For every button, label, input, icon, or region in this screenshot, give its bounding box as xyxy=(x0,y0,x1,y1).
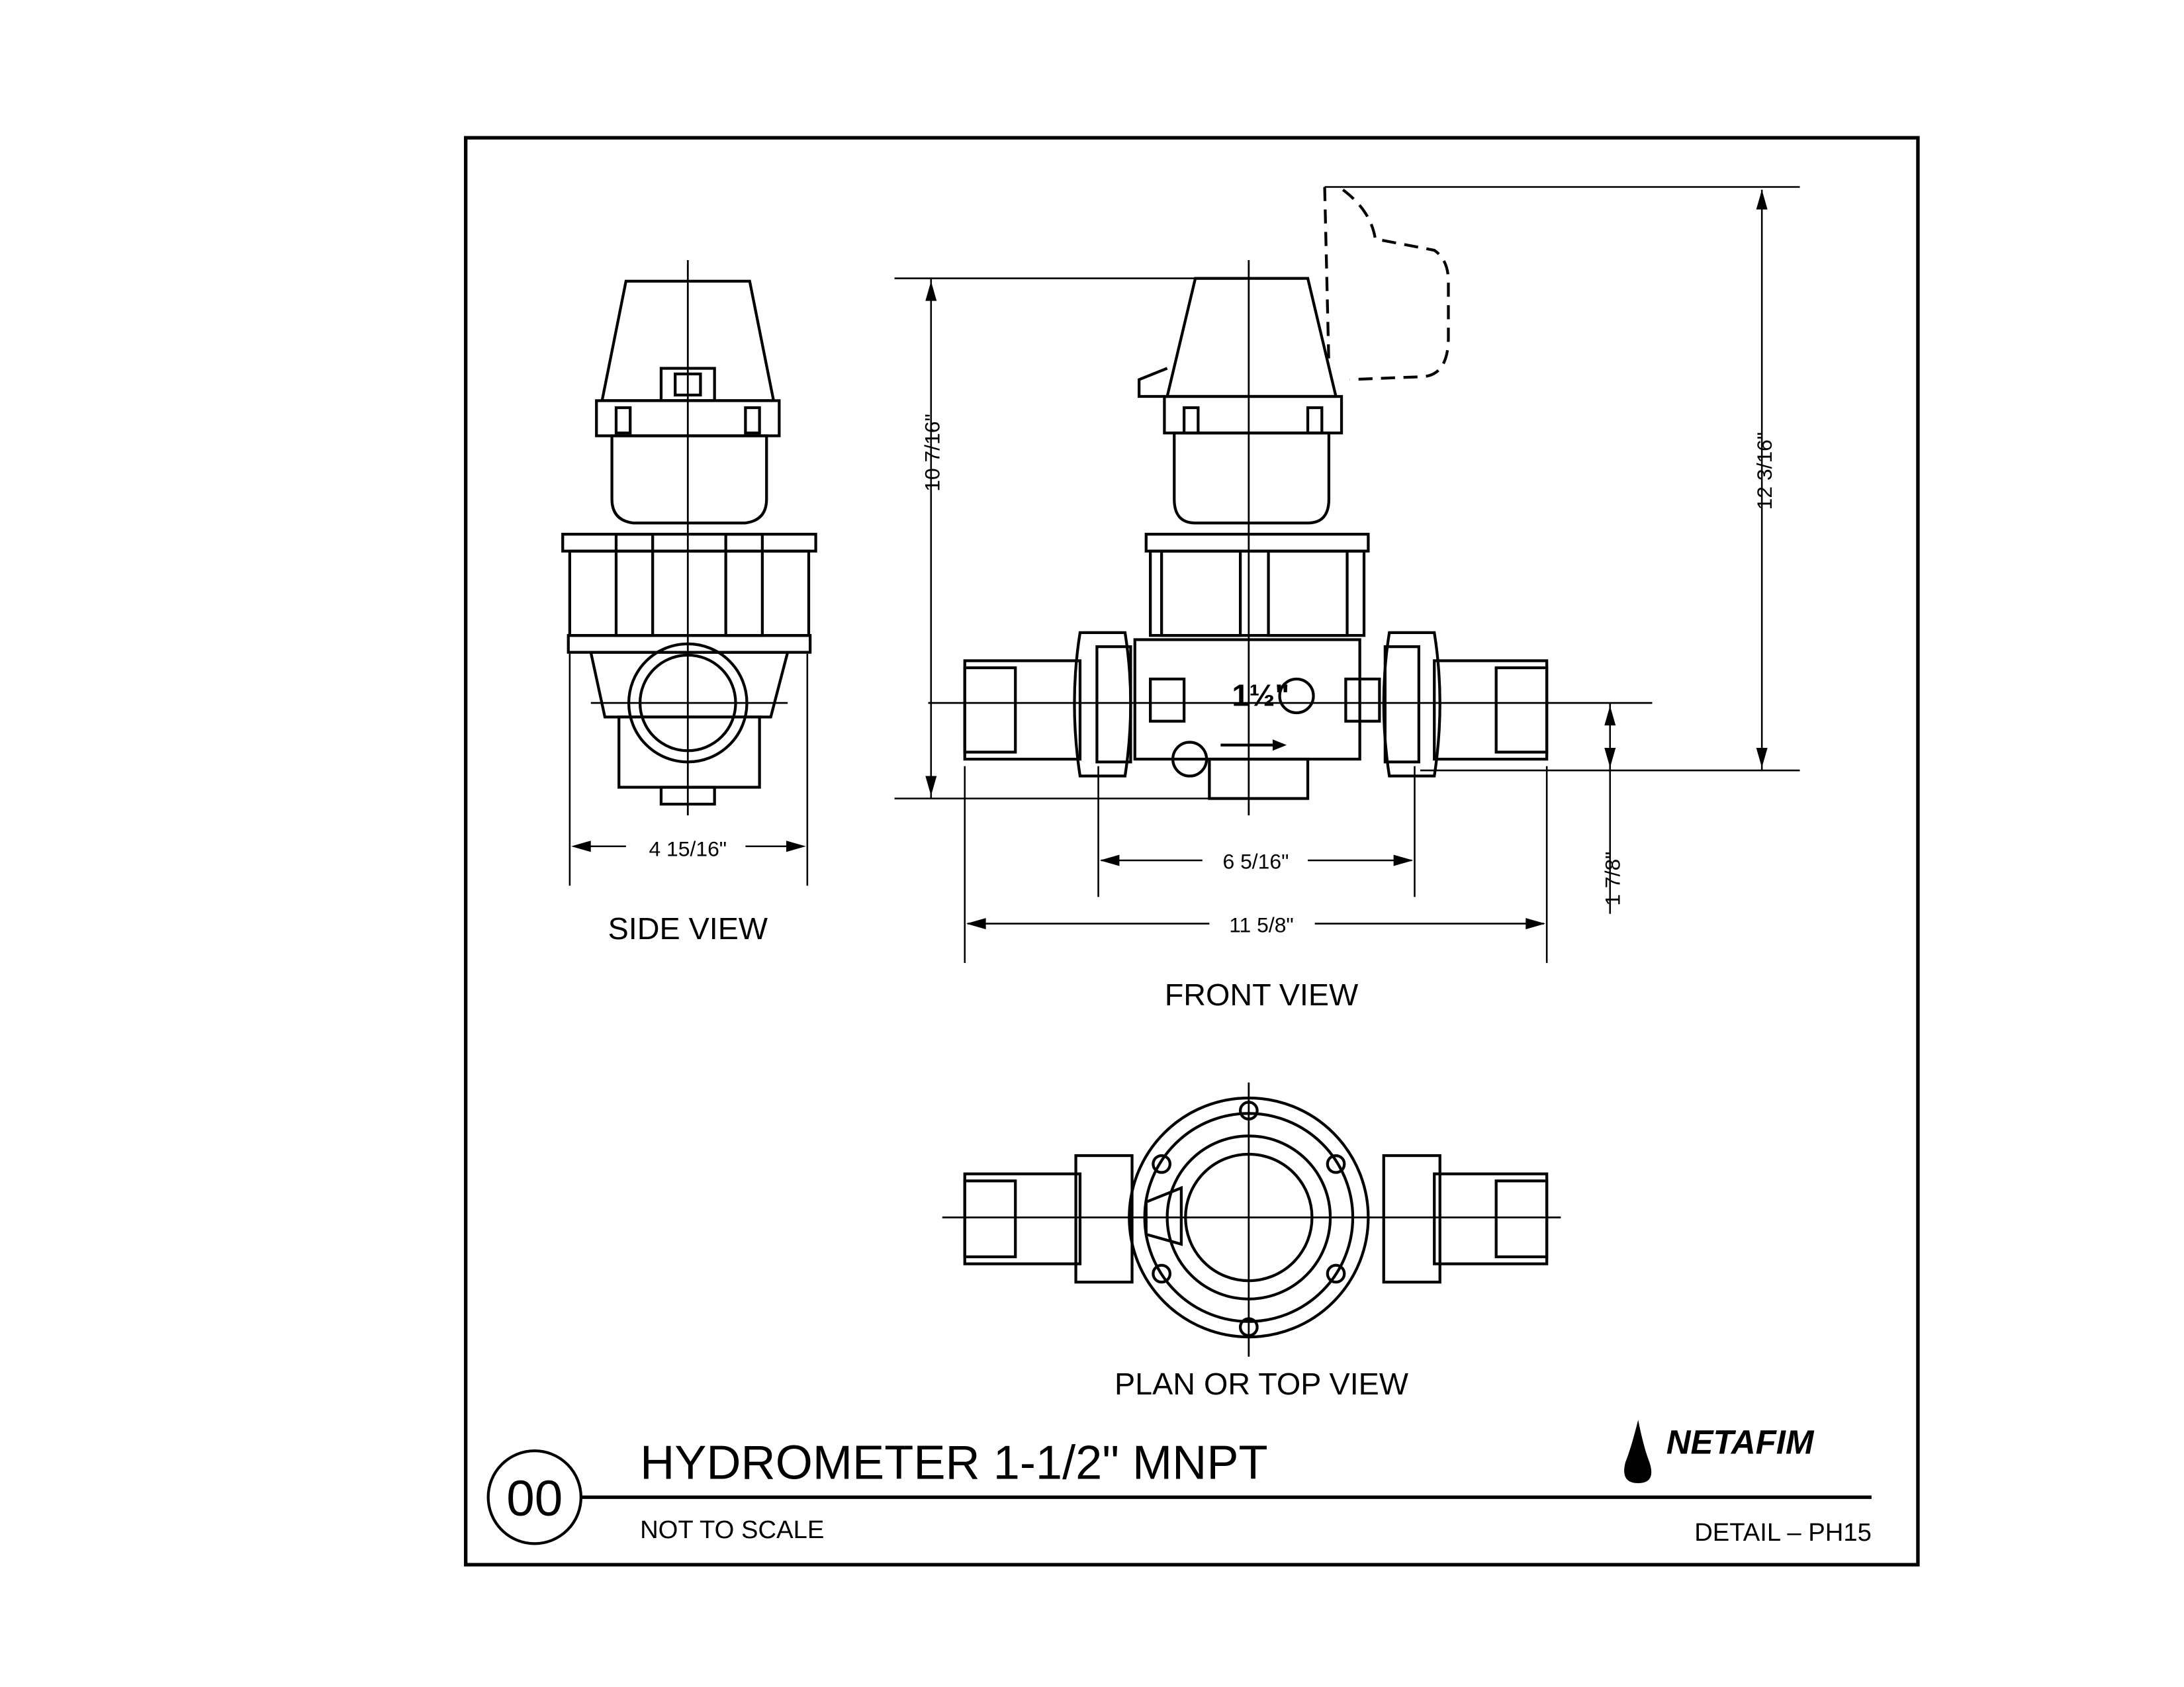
water-drop-icon xyxy=(1624,1420,1652,1483)
side-width-dimension: 4 15/16" xyxy=(649,837,727,861)
plan-view: PLAN OR TOP VIEW xyxy=(942,1082,1561,1401)
detail-reference: DETAIL – PH15 xyxy=(1694,1518,1872,1547)
drawing-border xyxy=(464,136,1920,1567)
netafim-logo: NETAFIM xyxy=(1666,1423,1815,1461)
front-view-label: FRONT VIEW xyxy=(1165,978,1358,1012)
body-length-dimension: 6 5/16" xyxy=(1223,850,1289,874)
centerline-height-dimension: 1 7/8" xyxy=(1601,852,1625,906)
detail-number: 00 xyxy=(506,1471,563,1527)
scale-note: NOT TO SCALE xyxy=(640,1516,824,1544)
detail-title: HYDROMETER 1-1/2" MNPT xyxy=(640,1437,1268,1490)
size-mark: 1½" xyxy=(1232,678,1289,712)
front-height-dimension: 10 7/16" xyxy=(921,414,944,492)
title-block: 00 HYDROMETER 1-1/2" MNPT NOT TO SCALE D… xyxy=(486,1420,1872,1547)
front-view: 1½" 10 7/16" 12 3/16" 1 7/8" 6 5/16" xyxy=(894,186,1800,1012)
front-height-open-dimension: 12 3/16" xyxy=(1752,432,1776,510)
side-view: 4 15/16" SIDE VIEW xyxy=(561,259,817,946)
plan-view-label: PLAN OR TOP VIEW xyxy=(1115,1367,1408,1401)
side-view-label: SIDE VIEW xyxy=(608,911,768,946)
overall-length-dimension: 11 5/8" xyxy=(1229,913,1294,936)
